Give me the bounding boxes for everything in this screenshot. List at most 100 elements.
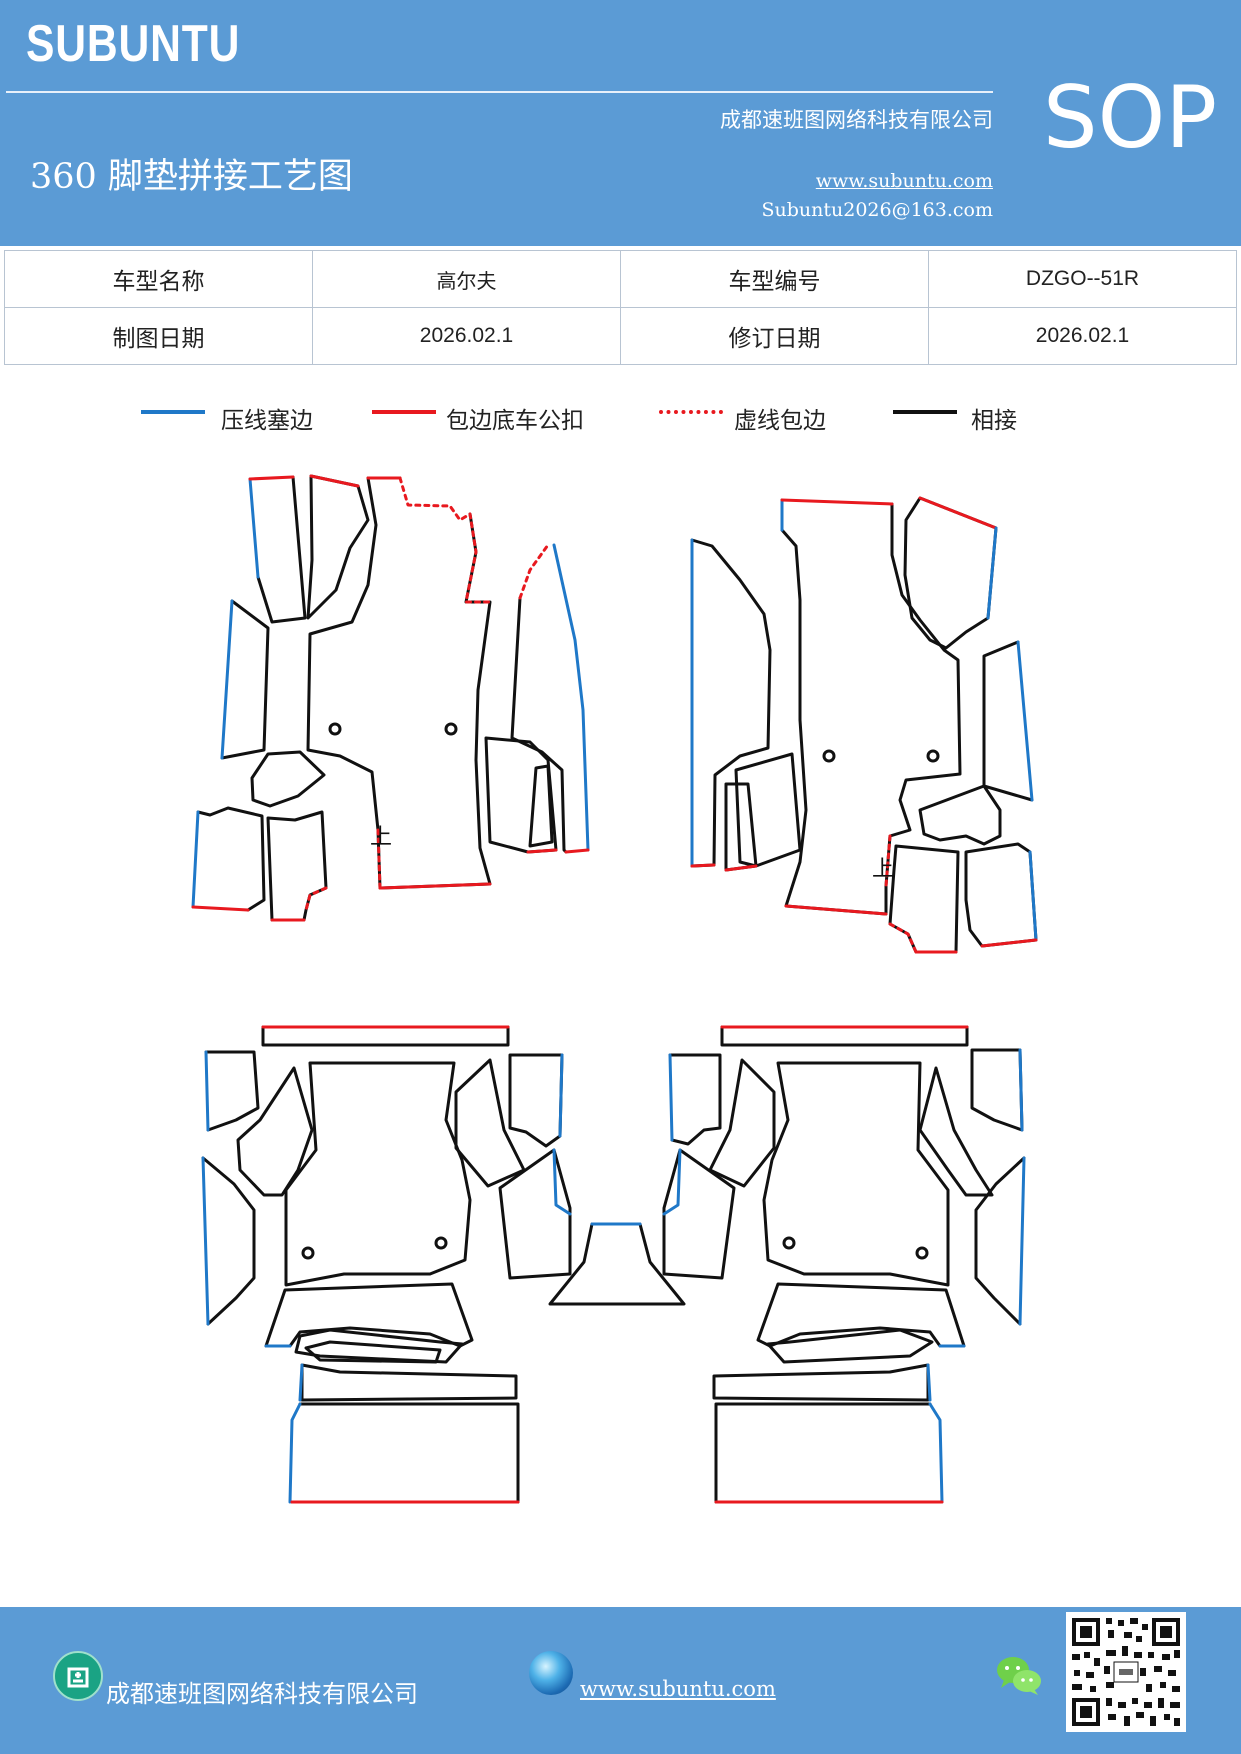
mat-edge-wrap xyxy=(690,863,716,868)
rear-right-mat-group xyxy=(662,1025,1026,1504)
mat-piece xyxy=(766,1328,934,1364)
mat-edge-wrap xyxy=(780,498,894,506)
wechat-icon xyxy=(996,1655,1042,1701)
mat-up-mark: 上 xyxy=(370,825,392,850)
header-banner: SUBUNTU 成都速班图网络科技有限公司 360 脚垫拼接工艺图 www.su… xyxy=(0,0,1241,246)
mat-hole xyxy=(822,749,836,763)
mat-piece xyxy=(196,806,266,912)
line-legend: 压线塞边 包边底车公扣 虚线包边 相接 xyxy=(0,398,1241,438)
mat-piece xyxy=(306,476,492,890)
mat-piece xyxy=(712,1363,930,1402)
mat-edge-press xyxy=(552,1148,572,1216)
mat-piece xyxy=(690,538,772,868)
mat-piece xyxy=(662,1148,736,1280)
mat-up-mark: 上 xyxy=(872,857,894,882)
legend-label: 虚线包边 xyxy=(734,408,826,434)
mat-edge-press xyxy=(662,1148,682,1216)
mat-piece xyxy=(888,844,960,954)
footer-website-link[interactable]: www.subuntu.com xyxy=(580,1677,776,1701)
footer-banner: 成都速班图网络科技有限公司 www.subuntu.com xyxy=(0,1607,1241,1754)
mat-piece xyxy=(284,1061,472,1287)
mat-edge-press xyxy=(298,1363,304,1402)
mat-edge-press xyxy=(928,1402,944,1504)
mat-piece xyxy=(300,1363,518,1402)
mat-piece xyxy=(290,1402,520,1504)
mat-piece xyxy=(918,784,1002,846)
mat-piece xyxy=(201,1156,256,1326)
brand-logo: SUBUNTU xyxy=(26,15,241,73)
globe-icon xyxy=(529,1651,573,1695)
mat-hole xyxy=(926,749,940,763)
mat-piece xyxy=(256,475,307,624)
mat-hole xyxy=(434,1236,448,1250)
mat-edge-wrap xyxy=(980,938,1038,948)
mat-piece xyxy=(304,1340,442,1364)
mat-hole xyxy=(301,1246,315,1260)
mat-piece xyxy=(250,750,326,808)
mat-edge-dotted xyxy=(304,886,328,912)
mat-edge-wrap xyxy=(564,848,590,854)
front-left-mat-group: 上 xyxy=(191,474,590,922)
header-divider xyxy=(6,91,993,93)
mat-edge-dotted xyxy=(884,834,892,888)
legend-label: 压线塞边 xyxy=(221,408,313,434)
mat-piece xyxy=(982,640,1034,802)
mat-piece xyxy=(780,498,962,916)
legend-swatch-red-dotted xyxy=(659,410,723,414)
mat-edge-dotted xyxy=(888,922,918,954)
mat-edge-press xyxy=(201,1156,210,1326)
mat-edge-wrap xyxy=(378,882,492,890)
footer-company: 成都速班图网络科技有限公司 xyxy=(106,1680,418,1708)
mat-edge-wrap xyxy=(248,475,295,481)
center-tunnel-mat xyxy=(548,1222,686,1306)
revision-date-value: 2026.02.1 xyxy=(928,307,1237,365)
table-row: 制图日期 2026.02.1 修订日期 2026.02.1 xyxy=(4,307,1237,365)
mat-edge-press xyxy=(248,477,260,579)
mat-edge-wrap xyxy=(784,904,888,916)
mat-edge-wrap xyxy=(526,848,558,854)
mat-piece xyxy=(720,1025,969,1047)
mat-edge-wrap xyxy=(191,905,250,912)
mat-edge-press xyxy=(926,1363,932,1402)
draw-date-label: 制图日期 xyxy=(4,307,313,365)
mat-piece xyxy=(708,1058,776,1188)
legend-label: 相接 xyxy=(971,408,1017,434)
page-title: 360 脚垫拼接工艺图 xyxy=(30,157,353,197)
rear-left-mat-group xyxy=(201,1025,572,1504)
mat-piece xyxy=(220,599,270,760)
model-code-label: 车型编号 xyxy=(620,250,929,308)
mat-piece xyxy=(294,1328,464,1364)
mat-piece xyxy=(306,474,370,620)
mat-hole xyxy=(782,1236,796,1250)
header-website-link[interactable]: www.subuntu.com xyxy=(815,170,993,192)
mat-edge-press xyxy=(191,810,200,909)
vehicle-info-table: 车型名称 高尔夫 车型编号 DZGO--51R 制图日期 2026.02.1 修… xyxy=(4,250,1237,365)
mat-piece xyxy=(714,1402,942,1504)
building-icon xyxy=(53,1651,103,1701)
mat-edge-dotted xyxy=(398,476,492,604)
mat-edge-press xyxy=(204,1050,210,1132)
mat-edge-press xyxy=(288,1402,302,1504)
mat-edge-press xyxy=(1016,640,1034,802)
mat-hole xyxy=(915,1246,929,1260)
mat-piece xyxy=(762,1061,950,1287)
mat-edge-press xyxy=(986,526,998,620)
mat-edge-wrap xyxy=(724,864,758,872)
model-name-label: 车型名称 xyxy=(4,250,313,308)
draw-date-value: 2026.02.1 xyxy=(312,307,621,365)
mat-edge-dotted xyxy=(518,543,550,600)
mat-piece xyxy=(508,1053,564,1148)
mat-hole xyxy=(328,722,342,736)
table-row: 车型名称 高尔夫 车型编号 DZGO--51R xyxy=(4,250,1237,308)
header-company: 成都速班图网络科技有限公司 xyxy=(720,108,993,132)
model-name-value: 高尔夫 xyxy=(312,250,621,308)
mat-edge-press xyxy=(552,543,590,852)
header-email: Subuntu2026@163.com xyxy=(761,199,993,221)
mat-hole xyxy=(444,722,458,736)
sop-badge: SOP xyxy=(1043,68,1218,168)
mat-piece xyxy=(266,810,328,922)
mat-piece xyxy=(756,1282,966,1348)
mat-piece xyxy=(918,1066,994,1197)
mat-edge-wrap xyxy=(309,474,360,488)
mat-piece xyxy=(261,1025,510,1047)
